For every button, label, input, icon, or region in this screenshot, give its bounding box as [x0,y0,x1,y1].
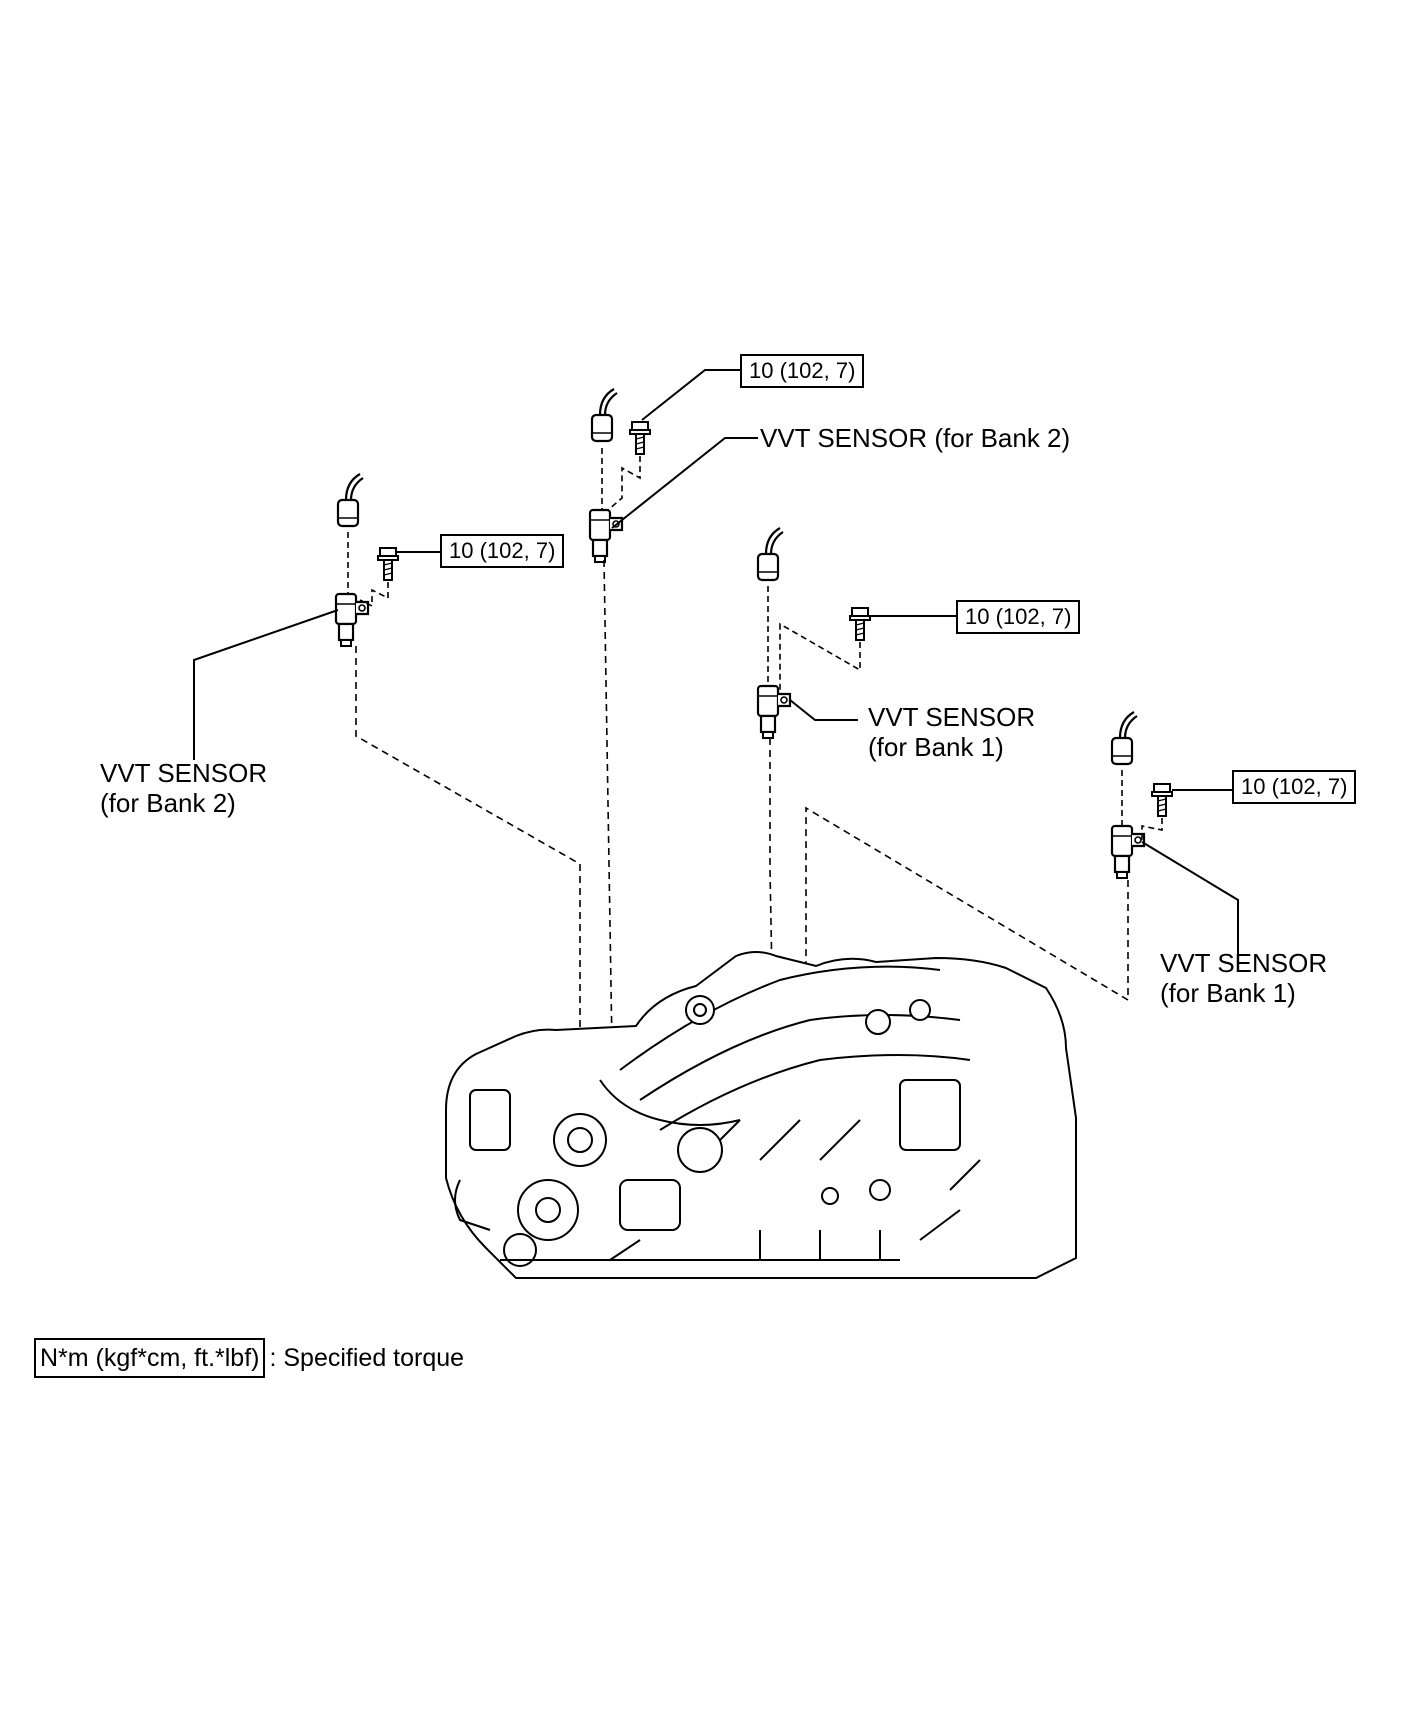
connector-icon [1110,710,1139,766]
vvt-sensor-icon [334,592,370,648]
sensor-group-left [193,472,444,760]
bolt-icon [1151,783,1173,817]
torque-spec-box: 10 (102, 7) [956,600,1081,634]
connector-icon [336,472,365,528]
torque-legend: N*m (kgf*cm, ft.*lbf) : Specified torque [34,1338,464,1378]
vvt-sensor-icon [1110,824,1146,880]
bolt-icon [629,421,651,455]
callout-line: VVT SENSOR [100,758,268,788]
sensor-group-mid [756,526,962,740]
torque-spec-box: 10 (102, 7) [440,534,565,568]
legend-description: : Specified torque [269,1344,465,1372]
vvt-sensor-icon [588,508,624,564]
callout-line: VVT SENSOR (for Bank 2) [760,423,1071,453]
callout-line: (for Bank 1) [868,732,1004,762]
callout-line: VVT SENSOR [1160,948,1328,978]
sensor-group-right [1110,710,1239,958]
connector-icon [756,526,785,582]
bolt-icon [849,607,871,641]
torque-spec-box: 10 (102, 7) [1232,770,1357,804]
callout-vvt-sensor-bank2-left: VVT SENSOR (for Bank 2) [100,758,267,818]
callout-line: VVT SENSOR [868,702,1036,732]
callout-vvt-sensor-bank2-top: VVT SENSOR (for Bank 2) [760,423,1070,453]
callout-line: (for Bank 2) [100,788,236,818]
engine-illustration [445,951,1077,1279]
torque-spec-box: 10 (102, 7) [740,354,865,388]
vvt-sensor-icon [756,684,792,740]
connector-icon [590,387,619,443]
bolt-icon [377,547,399,581]
callout-line: (for Bank 1) [1160,978,1296,1008]
legend-unit-box: N*m (kgf*cm, ft.*lbf) [34,1338,266,1378]
callout-vvt-sensor-bank1-right: VVT SENSOR (for Bank 1) [1160,948,1327,1008]
callout-vvt-sensor-bank1-mid: VVT SENSOR (for Bank 1) [868,702,1035,762]
sensor-group-top [588,369,758,564]
